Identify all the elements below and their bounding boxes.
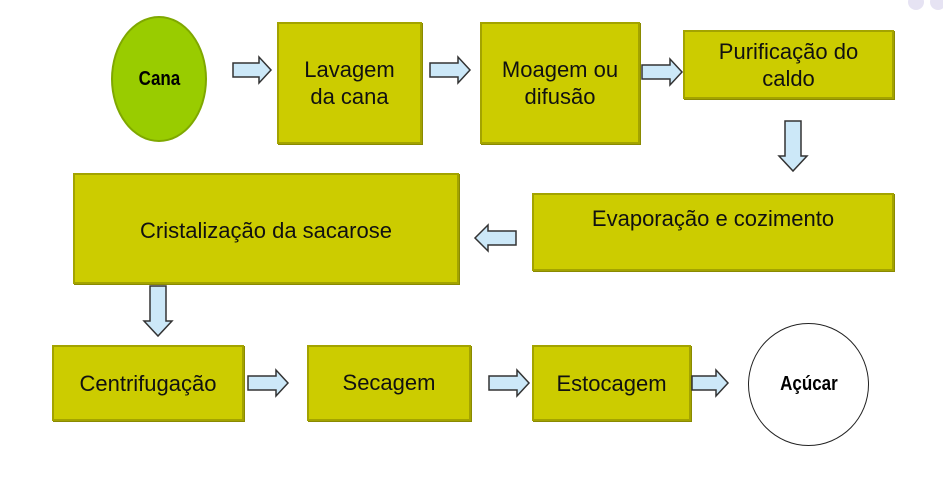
step-label: Evaporação e cozimento [591,206,835,231]
step-label: Lavagem da cana [304,57,395,109]
arrow-right-icon [429,55,472,85]
step-label: Estocagem [556,370,667,396]
step-label: Cristalização da sacarose [140,218,392,243]
end-label: Açúcar [779,373,838,395]
arrow-right-icon [641,57,684,87]
step-evaporacao: Evaporação e cozimento [532,193,894,271]
start-label: Cana [138,67,180,90]
arrow-right-icon [488,368,531,398]
step-label: Moagem ou difusão [501,57,619,109]
step-purificacao: Purificação do caldo [683,30,894,99]
arrow-down-icon [777,120,809,173]
arrow-right-icon [691,368,730,398]
end-node-acucar: Açúcar [748,323,869,446]
start-node-cana: Cana [111,16,207,142]
step-lavagem: Lavagem da cana [277,22,422,144]
step-estocagem: Estocagem [532,345,691,421]
step-label: Secagem [342,370,436,395]
step-label: Centrifugação [79,370,217,396]
decoration-dot [908,0,924,10]
arrow-right-icon [247,368,290,398]
step-moagem: Moagem ou difusão [480,22,640,144]
step-secagem: Secagem [307,345,471,421]
arrow-left-icon [473,223,517,253]
step-label: Purificação do caldo [718,38,859,91]
step-cristalizacao: Cristalização da sacarose [73,173,459,284]
decoration-dot [930,0,943,10]
arrow-right-icon [232,55,273,85]
step-centrifugacao: Centrifugação [52,345,244,421]
arrow-down-icon [142,285,174,338]
